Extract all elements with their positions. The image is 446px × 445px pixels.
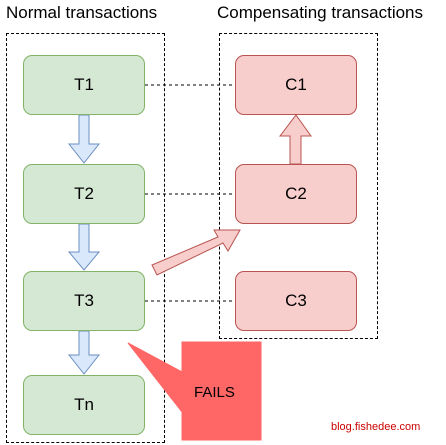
- compensating-transactions-group: [219, 33, 378, 339]
- watermark: blog.fishedee.com: [331, 421, 421, 433]
- fails-label: FAILS: [194, 384, 235, 401]
- arrow-t1-t2: [67, 114, 101, 164]
- compensating-transactions-heading: Compensating transactions: [217, 3, 424, 22]
- arrow-t2-t3: [67, 223, 101, 271]
- normal-transactions-group: [6, 33, 165, 443]
- transaction-t3: T3: [23, 271, 145, 331]
- fails-callout: [127, 341, 262, 441]
- arrow-t3-c2: [151, 229, 241, 276]
- compensation-c1: C1: [235, 55, 357, 115]
- arrow-c2-c1: [278, 114, 312, 165]
- normal-transactions-heading: Normal transactions: [6, 3, 158, 22]
- transaction-tn: Tn: [23, 375, 145, 435]
- transaction-t1: T1: [23, 55, 145, 115]
- compensation-c2: C2: [235, 164, 357, 224]
- compensation-c3: C3: [235, 271, 357, 331]
- arrow-t3-tn: [67, 330, 101, 375]
- transaction-t2: T2: [23, 164, 145, 224]
